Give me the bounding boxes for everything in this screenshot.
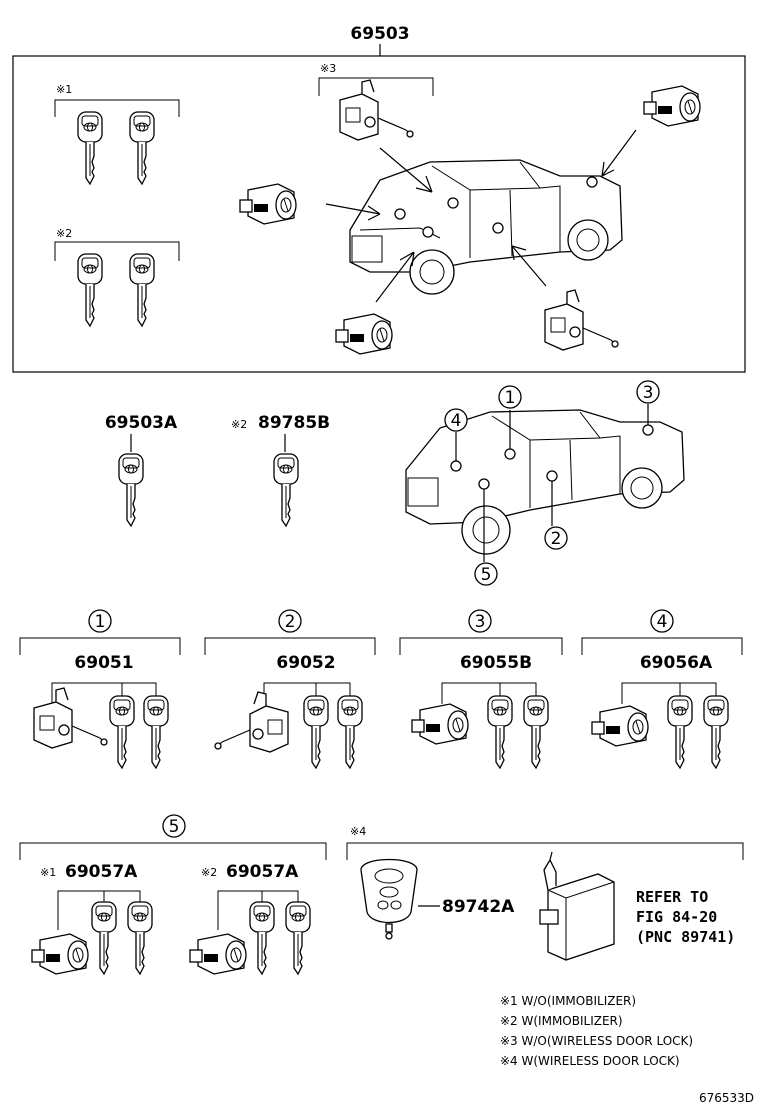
- key-icon: [143, 695, 169, 769]
- receiver-module-icon: [539, 851, 615, 961]
- mark-3: ※3: [320, 62, 336, 75]
- svg-text:89742A: 89742A: [442, 897, 515, 917]
- key-icon: [77, 253, 103, 327]
- svg-text:※1: ※1: [40, 866, 56, 879]
- svg-text:69052: 69052: [276, 653, 335, 673]
- truck-callout-2: 2: [544, 526, 568, 550]
- mark-2: ※2: [56, 227, 72, 240]
- truck-callout-5: 5: [474, 562, 498, 586]
- key-icon: [129, 253, 155, 327]
- kit-5: 5 ※1 69057A ※2 69057A: [19, 814, 327, 975]
- svg-text:69055B: 69055B: [460, 653, 532, 673]
- svg-text:※3 W/O(WIRELESS DOOR LOCK): ※3 W/O(WIRELESS DOOR LOCK): [500, 1034, 693, 1048]
- key-icon: [703, 695, 729, 769]
- single-2-mark: ※2: [231, 418, 247, 431]
- bracket-mark-2: [54, 241, 180, 261]
- key-icon: [337, 695, 363, 769]
- lock-cylinder-icon: [189, 933, 247, 975]
- arrow-icon: [325, 129, 637, 303]
- key-icon: [667, 695, 693, 769]
- truck-callout-4: 4: [444, 408, 468, 432]
- svg-text:※2 W(IMMOBILIZER): ※2 W(IMMOBILIZER): [500, 1014, 623, 1028]
- key-icon: [127, 901, 153, 975]
- ignition-cylinder-icon: [335, 313, 393, 355]
- wireless-section: ※4 89742A REFER TO FIG 84-20 (PNC 89741): [346, 825, 744, 961]
- key-fob-icon: [360, 858, 418, 940]
- door-lock-icon: [33, 687, 108, 749]
- key-icon: [303, 695, 329, 769]
- svg-text:5: 5: [169, 817, 180, 837]
- figure-id: 676533D: [699, 1091, 754, 1105]
- svg-text:5: 5: [481, 565, 492, 585]
- single-2-part-number: 89785B: [258, 413, 330, 433]
- door-lock-icon: [214, 691, 289, 753]
- kit-2: 2 69052: [204, 609, 376, 769]
- key-icon: [129, 111, 155, 185]
- svg-text:1: 1: [505, 388, 516, 408]
- lock-cylinder-icon: [239, 183, 297, 225]
- truck-illustration: [349, 159, 623, 295]
- truck-callout-1: 1: [498, 385, 522, 409]
- key-icon: [249, 901, 275, 975]
- svg-text:※4 W(WIRELESS DOOR LOCK): ※4 W(WIRELESS DOOR LOCK): [500, 1054, 680, 1068]
- key-icon: [109, 695, 135, 769]
- bracket-mark-3: [318, 77, 434, 96]
- svg-text:69057A: 69057A: [226, 862, 299, 882]
- key-icon: [285, 901, 311, 975]
- kit-1: 1 69051: [19, 609, 181, 769]
- key-icon: [523, 695, 549, 769]
- top-assembly-frame: [12, 55, 746, 373]
- lock-cylinder-icon: [591, 705, 649, 747]
- door-lock-icon: [339, 79, 414, 141]
- svg-text:2: 2: [285, 612, 296, 632]
- bracket-mark-1: [54, 99, 180, 117]
- key-icon: [273, 453, 299, 527]
- legend: ※1 W/O(IMMOBILIZER) ※2 W(IMMOBILIZER) ※3…: [500, 994, 693, 1068]
- single-1-part-number: 69503A: [105, 413, 178, 433]
- svg-text:3: 3: [643, 383, 654, 403]
- key-icon: [487, 695, 513, 769]
- svg-text:2: 2: [551, 529, 562, 549]
- top-assembly-part-number: 69503: [350, 24, 409, 44]
- lock-cylinder-icon: [411, 703, 469, 745]
- svg-text:※4: ※4: [350, 825, 366, 838]
- kit-3: 3 69055B: [399, 609, 563, 769]
- svg-text:REFER TO: REFER TO: [636, 888, 708, 906]
- svg-text:※1 W/O(IMMOBILIZER): ※1 W/O(IMMOBILIZER): [500, 994, 636, 1008]
- svg-text:※2: ※2: [201, 866, 217, 879]
- truck-callout-3: 3: [636, 380, 660, 404]
- truck-callout-illustration: [405, 404, 685, 562]
- key-icon: [77, 111, 103, 185]
- svg-text:69057A: 69057A: [65, 862, 138, 882]
- svg-text:FIG 84-20: FIG 84-20: [636, 908, 717, 926]
- lock-cylinder-icon: [643, 85, 701, 127]
- mark-1: ※1: [56, 83, 72, 96]
- svg-text:3: 3: [475, 612, 486, 632]
- lock-cylinder-icon: [31, 933, 89, 975]
- door-lock-icon: [544, 289, 619, 351]
- key-icon: [91, 901, 117, 975]
- kit-4: 4 69056A: [581, 609, 743, 769]
- svg-text:1: 1: [95, 612, 106, 632]
- svg-text:4: 4: [451, 411, 462, 431]
- svg-text:(PNC 89741): (PNC 89741): [636, 928, 735, 946]
- svg-text:4: 4: [657, 612, 668, 632]
- key-icon: [118, 453, 144, 527]
- svg-text:69051: 69051: [74, 653, 133, 673]
- svg-text:69056A: 69056A: [640, 653, 713, 673]
